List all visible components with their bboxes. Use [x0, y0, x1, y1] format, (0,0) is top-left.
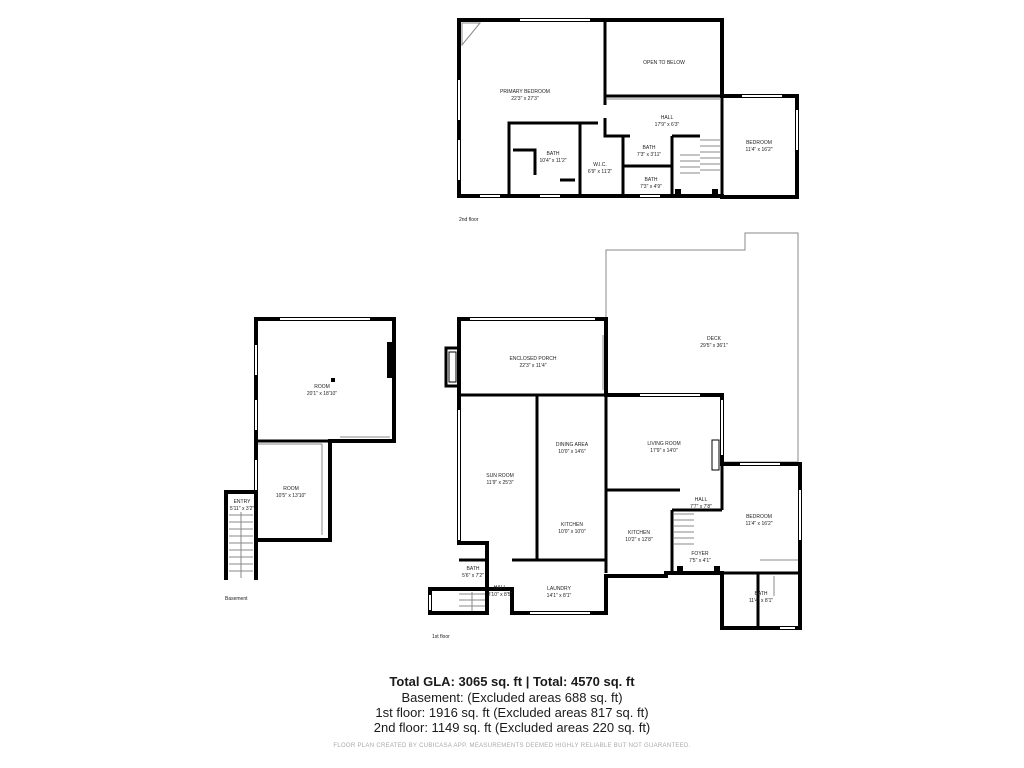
- room-dims: 14'1" x 8'1": [547, 593, 572, 599]
- room-name: KITCHEN: [628, 530, 650, 536]
- disclaimer: FLOOR PLAN CREATED BY CUBICASA APP. MEAS…: [333, 743, 691, 749]
- total-area: Total GLA: 3065 sq. ft | Total: 4570 sq.…: [389, 674, 635, 689]
- room-name: PRIMARY BEDROOM: [500, 89, 550, 95]
- room-dims: 22'3" x 27'3": [511, 96, 539, 102]
- room-name: HALL: [494, 585, 507, 591]
- room-dims: 7'3" x 3'11": [637, 152, 661, 158]
- room-dims: 5'11" x 3'2": [230, 506, 254, 512]
- room-dims: 22'3" x 11'4": [519, 363, 546, 369]
- room-dims: 5'6" x 7'2": [462, 573, 484, 579]
- room-name: BATH: [643, 145, 656, 151]
- room-dims: 6'9" x 11'2": [588, 169, 612, 175]
- room-dims: 11'9" x 25'3": [486, 480, 513, 486]
- room-dims: 10'4" x 11'2": [539, 158, 566, 164]
- first-floor-plan: DECK 29'5" x 36'1" ENCLOSED PORCH 22'3" …: [428, 232, 802, 640]
- room-name: DECK: [707, 336, 722, 342]
- stairs-basement: [229, 512, 253, 578]
- room-dims: 17'9" x 14'0": [650, 448, 678, 454]
- room-dims: 11'4" x 16'2": [745, 521, 772, 527]
- room-dims: 17'9" x 6'3": [655, 122, 680, 128]
- floor-label: Basement: [225, 596, 248, 602]
- room-dims: 10'0" x 14'6": [558, 449, 586, 455]
- room-name: BEDROOM: [746, 514, 772, 520]
- basement-plan: ROOM 20'1" x 18'10" ROOM 10'5" x 13'10" …: [224, 317, 396, 602]
- room-name: HALL: [695, 497, 708, 503]
- room-name: BEDROOM: [746, 140, 772, 146]
- room-dims: 11'4" x 8'1": [749, 598, 773, 604]
- room-name: FOYER: [691, 551, 709, 557]
- room-dims: 20'1" x 18'10": [307, 391, 337, 397]
- room-dims: 3'10" x 8'5": [488, 592, 513, 598]
- room-name: ROOM: [314, 384, 330, 390]
- room-dims: 7'3" x 4'9": [640, 184, 662, 190]
- room-name: ENTRY: [234, 499, 252, 505]
- second-floor-area: 2nd floor: 1149 sq. ft (Excluded areas 2…: [373, 720, 651, 735]
- first-floor-area: 1st floor: 1916 sq. ft (Excluded areas 8…: [375, 705, 649, 720]
- room-dims: 10'5" x 13'10": [276, 493, 306, 499]
- room-dims: 7'7" x 7'8": [690, 504, 712, 510]
- room-name: LAUNDRY: [547, 586, 571, 592]
- room-name: ROOM: [283, 486, 299, 492]
- room-name: HALL: [661, 115, 674, 121]
- room-name: KITCHEN: [561, 522, 583, 528]
- room-name: ENCLOSED PORCH: [510, 356, 557, 362]
- basement-area: Basement: (Excluded areas 688 sq. ft): [401, 690, 623, 705]
- stairs-first-floor: [459, 513, 694, 611]
- stairs-second-floor: [680, 139, 720, 174]
- room-name: W.I.C.: [593, 162, 607, 168]
- room-name: BATH: [755, 591, 768, 597]
- room-dims: 29'5" x 36'1": [700, 343, 728, 349]
- second-floor-plan: PRIMARY BEDROOM 22'3" x 27'3" OPEN TO BE…: [457, 18, 799, 223]
- room-name: BATH: [547, 151, 560, 157]
- room-dims: 10'2" x 12'8": [625, 537, 653, 543]
- room-dims: 11'4" x 16'2": [745, 147, 772, 153]
- room-name: BATH: [467, 566, 480, 572]
- room-dims: 10'0" x 10'0": [558, 529, 586, 535]
- floor-label: 1st floor: [432, 634, 450, 640]
- room-name: LIVING ROOM: [647, 441, 680, 447]
- room-name: OPEN TO BELOW: [643, 60, 685, 66]
- floor-label: 2nd floor: [459, 217, 479, 223]
- room-name: DINING AREA: [556, 442, 589, 448]
- room-name: BATH: [645, 177, 658, 183]
- room-dims: 7'5" x 4'1": [689, 558, 711, 564]
- room-name: SUN ROOM: [486, 473, 514, 479]
